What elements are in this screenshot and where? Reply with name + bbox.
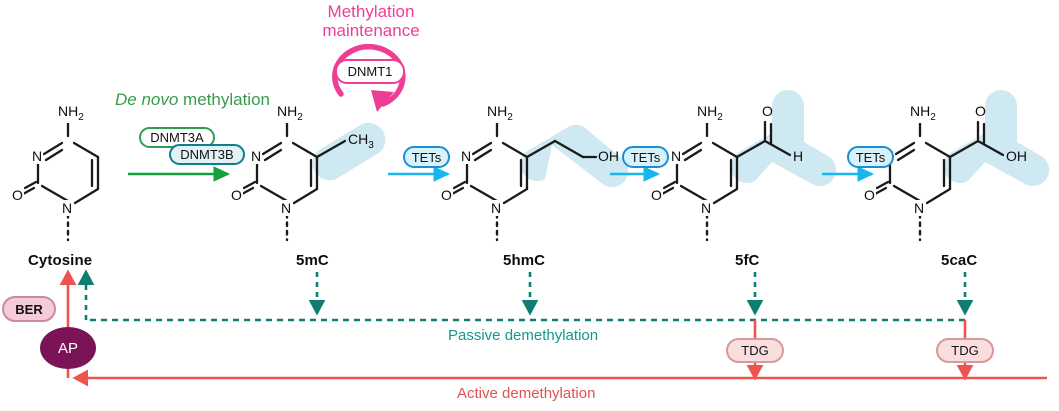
atom-amine-cytosine: NH2 <box>57 103 85 123</box>
atom-n1-5fc: N <box>700 200 713 216</box>
base-label-5mc: 5mC <box>296 252 329 269</box>
atom-n3-cytosine: N <box>31 148 44 164</box>
atom-carbonyl-oxygen-5cac: O <box>975 103 986 119</box>
atom-hydroxyl-5hmc: OH <box>598 148 619 164</box>
base-label-5hmc: 5hmC <box>503 252 546 269</box>
atom-n3-5mc: N <box>250 148 263 164</box>
enzyme-label-dnmt1: DNMT1 <box>347 64 393 79</box>
maintenance-title: Methylation maintenance <box>311 2 431 40</box>
atom-oxygen-cytosine: O <box>11 187 24 203</box>
atom-n1-5mc: N <box>280 200 293 216</box>
enzyme-label-tdg-5fc: TDG <box>741 343 769 358</box>
active-demethylation-label: Active demethylation <box>457 385 596 402</box>
enzyme-label-tets-2: TETs <box>630 149 661 165</box>
enzyme-label-tets-3: TETs <box>855 149 886 165</box>
enzyme-badge-tets-1[interactable]: TETs <box>403 146 450 168</box>
de-novo-rest: methylation <box>178 90 270 109</box>
atom-oxygen-5cac: O <box>863 187 876 203</box>
atom-n1-5hmc: N <box>490 200 503 216</box>
enzyme-badge-dnmt3b[interactable]: DNMT3B <box>169 144 245 165</box>
passive-demethylation-path <box>77 269 974 322</box>
enzyme-label-tets-1: TETs <box>411 149 442 165</box>
atom-hydrogen-5fc: H <box>793 148 804 164</box>
base-label-5cac: 5caC <box>941 252 978 269</box>
base-label-5fc: 5fC <box>735 252 760 269</box>
atom-amine-5hmc: NH2 <box>486 103 514 123</box>
atom-amine-5fc: NH2 <box>696 103 724 123</box>
atom-hydroxyl-5cac: OH <box>1006 148 1027 164</box>
enzyme-badge-tdg-5fc[interactable]: TDG <box>726 338 784 363</box>
enzyme-label-tdg-5cac: TDG <box>951 343 979 358</box>
base-label-cytosine: Cytosine <box>28 252 93 269</box>
maintenance-line1: Methylation <box>327 2 415 21</box>
enzyme-badge-tets-2[interactable]: TETs <box>622 146 669 168</box>
enzyme-label-ber: BER <box>15 301 43 317</box>
atom-amine-5mc: NH2 <box>276 103 304 123</box>
enzyme-badge-ap[interactable]: AP <box>40 327 96 369</box>
substituent-highlights <box>312 90 1050 188</box>
atom-oxygen-5fc: O <box>650 187 663 203</box>
atom-n1-5cac: N <box>913 200 926 216</box>
maintenance-line2: maintenance <box>322 21 420 40</box>
enzyme-badge-tdg-5cac[interactable]: TDG <box>936 338 994 363</box>
atom-n3-5hmc: N <box>460 148 473 164</box>
enzyme-badge-dnmt1[interactable]: DNMT1 <box>335 59 405 84</box>
atom-oxygen-5hmc: O <box>440 187 453 203</box>
enzyme-label-dnmt3b: DNMT3B <box>180 147 234 162</box>
de-novo-methylation-title: De novo methylation <box>115 90 270 110</box>
atom-n1-cytosine: N <box>61 200 74 216</box>
molecule-5fc <box>660 120 792 242</box>
active-demethylation-path <box>59 269 1047 387</box>
enzyme-badge-tets-3[interactable]: TETs <box>847 146 894 168</box>
enzyme-label-dnmt3a: DNMT3A <box>150 130 204 145</box>
molecule-5cac <box>873 120 1005 242</box>
atom-amine-5cac: NH2 <box>909 103 937 123</box>
passive-demethylation-label: Passive demethylation <box>448 327 599 344</box>
enzyme-badge-ber[interactable]: BER <box>2 296 56 322</box>
atom-methyl-5mc: CH3 <box>348 131 374 151</box>
molecule-cytosine <box>21 120 100 242</box>
atom-n3-5fc: N <box>670 148 683 164</box>
de-novo-italic: De novo <box>115 90 179 109</box>
enzyme-label-ap: AP <box>57 339 78 357</box>
atom-oxygen-5mc: O <box>230 187 243 203</box>
enzyme-badge-dnmt3a[interactable]: DNMT3A <box>139 127 215 148</box>
molecule-5mc <box>240 120 347 242</box>
atom-carbonyl-oxygen-5fc: O <box>762 103 773 119</box>
molecule-bonds <box>21 120 1005 242</box>
molecule-5hmc <box>450 120 598 242</box>
